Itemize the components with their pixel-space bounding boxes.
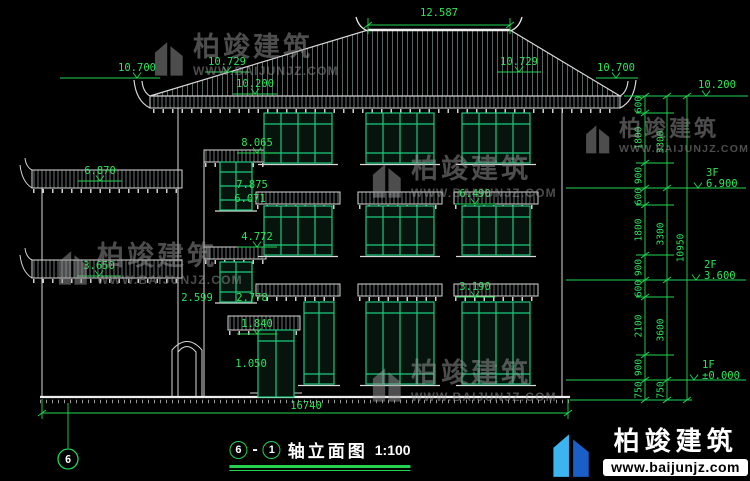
axis-bubble-end: 1	[262, 440, 281, 459]
tower-canopy-upper	[203, 149, 267, 163]
window-3f-3	[461, 112, 531, 164]
level-stair-window2-head: 2.778	[236, 292, 268, 304]
entry-door	[257, 329, 295, 398]
walls	[41, 108, 563, 397]
axis-separator: -	[252, 440, 258, 458]
dim-right-outer-1: 3300	[656, 222, 667, 245]
floor-3f-label: 3F	[706, 167, 719, 179]
level-door-sill: 1.050	[235, 358, 267, 370]
dim-right-total: 10950	[676, 233, 687, 262]
left-roof-upper-curl	[19, 157, 33, 189]
stair-window-upper	[219, 161, 253, 211]
dim-right-outer-2: 3600	[656, 318, 667, 341]
level-tower-canopy2-top: 4.772	[241, 231, 273, 243]
window-1f-narrow	[303, 301, 335, 385]
drawing-title-block: 6 - 1 轴立面图 1:100	[229, 437, 411, 471]
floor-2f-label: 2F	[704, 259, 717, 271]
dim-right-outer-3: 750	[656, 381, 667, 398]
dim-right-inner-4: 1800	[634, 218, 645, 241]
dim-right-inner-3: 600	[634, 188, 645, 205]
tower-canopy-lower	[203, 246, 267, 260]
ridge-dimension	[363, 18, 515, 34]
cornice-bands-1f	[255, 283, 539, 297]
level-eave-left-outer: 10.700	[118, 62, 156, 74]
ridge-ornaments	[355, 16, 523, 32]
level-door-canopy: 1.840	[241, 318, 273, 330]
axis-bubble-bottom-left	[57, 403, 79, 470]
level-eave-right-inner: 10.729	[500, 56, 538, 68]
main-eave-band	[149, 95, 621, 109]
brand-name: 柏竣建筑	[613, 427, 738, 458]
window-2f-2	[365, 205, 435, 256]
window-1f-2	[461, 301, 531, 385]
title-underline-thin	[229, 470, 411, 471]
level-left-roof-eave: 6.870	[84, 165, 116, 177]
window-1f-1	[365, 301, 435, 385]
level-bay-canopy-2f: 6.490	[459, 188, 491, 200]
dimension-texts: 12.587 10.700 10.729 10.200 10.729 10.70…	[65, 7, 740, 466]
level-tower-canopy-top: 8.065	[241, 137, 273, 149]
dim-right-inner-6: 600	[634, 280, 645, 297]
title-underline	[229, 465, 411, 468]
stair-window-lower	[219, 261, 253, 303]
dim-overall-width: 16740	[290, 400, 322, 412]
floor-1f-label: 1F	[702, 359, 715, 371]
level-ridge: 12.587	[420, 7, 458, 19]
level-bay-canopy-1f: 3.190	[459, 281, 491, 293]
dim-right-inner-9: 750	[634, 381, 645, 398]
level-left-lower-roof: 3.650	[83, 260, 115, 272]
level-eave-left-inner: 10.729	[208, 56, 246, 68]
left-roof-lower-curl	[19, 247, 33, 279]
dim-right-inner-2: 900	[634, 167, 645, 184]
brand-url: www.baijunjz.com	[603, 458, 748, 476]
level-eave-right-outer: 10.700	[597, 62, 635, 74]
dim-right-inner-7: 2100	[634, 314, 645, 337]
floor-1f-level: ±0.000	[702, 370, 740, 382]
dim-right-inner-1: 1800	[634, 126, 645, 149]
drawing-title: 轴立面图	[287, 442, 368, 462]
level-eave-soffit: 10.200	[236, 78, 274, 90]
dim-right-outer-0: 3300	[656, 130, 667, 153]
window-3f-1	[263, 112, 333, 164]
dimensions	[37, 18, 748, 470]
floor-3f-level: 6.900	[706, 178, 738, 190]
dim-right-inner-5: 900	[634, 259, 645, 276]
window-2f-1	[263, 205, 333, 256]
level-left-porch: 2.599	[181, 292, 213, 304]
drawing-scale: 1:100	[374, 441, 411, 458]
level-tower-canopy-eave: 7.875	[236, 179, 268, 191]
level-parapet-right: 10.200	[698, 79, 736, 91]
bottom-dimension	[37, 399, 573, 419]
brand-logo-icon	[553, 434, 589, 477]
floor-2f-level: 3.600	[704, 270, 736, 282]
dim-right-inner-0: 600	[634, 96, 645, 113]
brand-footer: 柏竣建筑 www.baijunjz.com	[544, 425, 748, 479]
window-3f-2	[365, 112, 435, 164]
right-dimension-chain	[566, 92, 746, 404]
window-2f-3	[461, 205, 531, 256]
dim-right-inner-8: 900	[634, 359, 645, 376]
arch-door	[171, 341, 203, 397]
left-roof-upper	[31, 169, 183, 189]
windows	[219, 112, 531, 398]
cornice-bands-2f	[255, 191, 539, 205]
eave-upturns	[133, 79, 637, 109]
level-stair-window-sill: 6.071	[234, 193, 266, 205]
axis-bubble-start: 6	[229, 440, 248, 459]
axis-bubble-number: 6	[65, 454, 71, 466]
